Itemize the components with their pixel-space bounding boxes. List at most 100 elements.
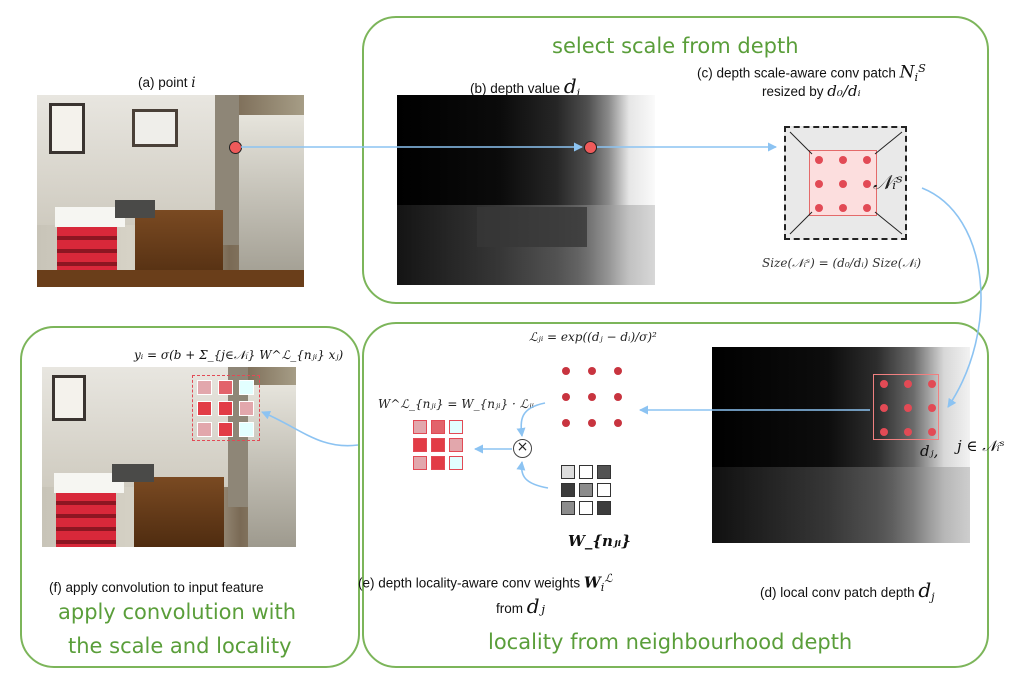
patch-dot bbox=[815, 180, 823, 188]
weight-cell bbox=[239, 401, 254, 416]
certificate-frame bbox=[49, 103, 85, 154]
depth-image-b bbox=[397, 95, 655, 285]
patch-dot bbox=[815, 156, 823, 164]
patch-dot bbox=[614, 419, 622, 427]
weight-cell bbox=[561, 483, 575, 497]
patch-dot bbox=[904, 428, 912, 436]
patch-dot bbox=[614, 393, 622, 401]
patch-dot bbox=[863, 204, 871, 212]
weight-cell bbox=[449, 456, 463, 470]
weight-equation: W^ℒ_{nⱼᵢ} = W_{nⱼᵢ} · ℒⱼᵢ bbox=[378, 397, 534, 411]
weight-cell bbox=[579, 483, 593, 497]
weight-cell bbox=[218, 422, 233, 437]
weight-label: W_{nⱼᵢ} bbox=[568, 532, 631, 550]
corridor bbox=[239, 115, 304, 287]
patch-dot bbox=[588, 367, 596, 375]
weight-cell bbox=[413, 438, 427, 452]
corridor-f bbox=[248, 385, 296, 547]
weight-cell bbox=[239, 422, 254, 437]
patch-dot bbox=[614, 367, 622, 375]
weight-cell bbox=[449, 420, 463, 434]
weight-cell bbox=[597, 501, 611, 515]
depth-image-d bbox=[712, 347, 970, 543]
weight-cell bbox=[449, 438, 463, 452]
weight-cell bbox=[579, 501, 593, 515]
output-equation: yᵢ = σ(b + Σ_{j∈𝒩ᵢ} W^ℒ_{nⱼᵢ} xⱼ) bbox=[134, 348, 344, 362]
query-point-b bbox=[584, 141, 597, 154]
weight-cell bbox=[197, 401, 212, 416]
patch-dot bbox=[928, 428, 936, 436]
depth-floor-d bbox=[712, 467, 970, 543]
patch-dot bbox=[839, 156, 847, 164]
locality-equation: ℒⱼᵢ = exp((dⱼ − dᵢ)/σ)² bbox=[529, 330, 657, 344]
weight-cell bbox=[579, 465, 593, 479]
panel-left-title-line1: apply convolution with bbox=[58, 600, 297, 624]
depth-desk bbox=[477, 207, 587, 247]
patch-dot bbox=[904, 404, 912, 412]
panel-left bbox=[20, 326, 360, 668]
patch-dot bbox=[928, 404, 936, 412]
patch-dot bbox=[562, 367, 570, 375]
weight-cell bbox=[431, 420, 445, 434]
panel-left-title-line2: the scale and locality bbox=[68, 634, 292, 658]
caption-f: (f) apply convolution to input feature bbox=[49, 580, 264, 595]
arrow-e-to-f bbox=[261, 410, 359, 447]
paper-tray-f bbox=[56, 492, 116, 547]
local-patch-d bbox=[873, 374, 939, 440]
caption-e-line1: (e) depth locality-aware conv weights Wi… bbox=[358, 572, 613, 595]
panel-bottom bbox=[362, 322, 989, 668]
weight-cell bbox=[431, 456, 445, 470]
panel-top bbox=[362, 16, 989, 304]
weight-cell bbox=[239, 380, 254, 395]
weight-cell bbox=[413, 456, 427, 470]
caption-b: (b) depth value di bbox=[470, 74, 581, 100]
membership-label: j ∈ 𝒩ᵢˢ bbox=[957, 437, 1005, 455]
picture-frame bbox=[132, 109, 178, 147]
patch-dot bbox=[880, 428, 888, 436]
weight-cell bbox=[197, 380, 212, 395]
patch-dot bbox=[863, 180, 871, 188]
caption-c-line2: resized by d₀/dᵢ bbox=[762, 82, 861, 100]
papers-stack bbox=[55, 207, 125, 227]
patch-dot bbox=[839, 204, 847, 212]
patch-dot bbox=[904, 380, 912, 388]
printer-f bbox=[112, 464, 154, 482]
caption-e-line2: from dⱼ bbox=[496, 594, 545, 618]
patch-dot bbox=[880, 380, 888, 388]
weight-cell bbox=[218, 380, 233, 395]
size-equation: Size(𝒩ᵢˢ) = (d₀/dᵢ) Size(𝒩ᵢ) bbox=[762, 256, 922, 270]
weight-cell bbox=[597, 483, 611, 497]
weight-cell bbox=[561, 465, 575, 479]
scale-arrows-c bbox=[789, 131, 903, 235]
weight-cell bbox=[197, 422, 212, 437]
caption-c-line1: (c) depth scale-aware conv patch NiS bbox=[697, 62, 926, 85]
panel-top-title: select scale from depth bbox=[552, 34, 799, 58]
patch-dot bbox=[588, 419, 596, 427]
printer bbox=[115, 200, 155, 218]
rgb-image-a bbox=[37, 95, 304, 287]
dj-label: dⱼ, bbox=[920, 442, 939, 460]
patch-dot bbox=[588, 393, 596, 401]
weight-cell bbox=[597, 465, 611, 479]
weight-cell bbox=[413, 420, 427, 434]
patch-dot bbox=[562, 393, 570, 401]
picture-frame-f bbox=[52, 375, 86, 421]
patch-dot bbox=[928, 380, 936, 388]
patch-dot bbox=[863, 156, 871, 164]
caption-a: (a) point i bbox=[138, 75, 196, 91]
output-patch-border bbox=[192, 375, 260, 441]
patch-dot bbox=[839, 180, 847, 188]
caption-d: (d) local conv patch depth dj bbox=[760, 578, 935, 604]
arrow-locality-to-multiply bbox=[516, 402, 546, 437]
weight-cell bbox=[561, 501, 575, 515]
papers-f bbox=[54, 473, 124, 493]
weight-cell bbox=[218, 401, 233, 416]
desk-shelf-f bbox=[134, 477, 224, 547]
patch-dot bbox=[562, 419, 570, 427]
cabinet bbox=[37, 270, 304, 287]
arrow-c-to-d bbox=[921, 187, 982, 408]
weight-cell bbox=[431, 438, 445, 452]
arrow-weights-to-multiply bbox=[516, 461, 549, 489]
neighbour-label-c: 𝒩ᵢˢ bbox=[873, 170, 903, 194]
